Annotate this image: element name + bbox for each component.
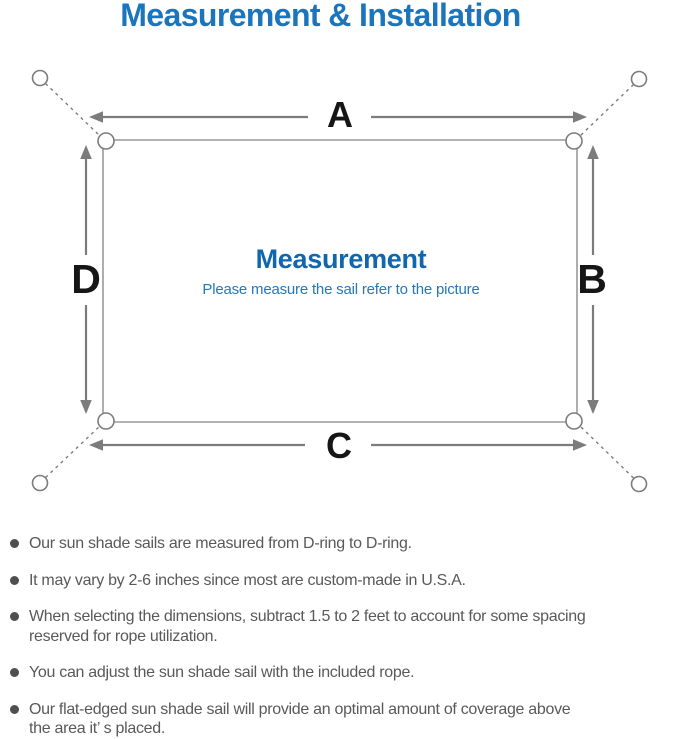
note-item: Our flat-edged sun shade sail will provi…: [10, 700, 672, 739]
rope-line-bottom-left: [45, 425, 101, 479]
anchor-point-bottom-right-icon: [630, 475, 648, 493]
note-text: When selecting the dimensions, subtract …: [29, 608, 586, 645]
note-text: Our sun shade sails are measured from D-…: [29, 535, 412, 552]
arrow-a-right-head-icon: [573, 111, 587, 123]
note-text: You can adjust the sun shade sail with t…: [29, 664, 415, 681]
d-ring-top-left-icon: [97, 132, 115, 150]
arrow-d-bottom-head-icon: [80, 400, 92, 414]
diagram-center-subtitle: Please measure the sail refer to the pic…: [202, 281, 479, 298]
rope-line-top-right: [579, 83, 634, 137]
note-text: It may vary by 2-6 inches since most are…: [29, 571, 466, 589]
bullet-icon: [10, 539, 19, 548]
dimension-arrow-d: D: [71, 145, 101, 414]
d-ring-top-right-icon: [565, 132, 583, 150]
arrow-a-left-head-icon: [89, 111, 103, 123]
rope-line-bottom-right: [579, 425, 634, 479]
page-title: Measurement & Installation: [120, 0, 521, 33]
note-item: It may vary by 2-6 inches since most are…: [10, 571, 672, 591]
diagram-center-title: Measurement: [256, 244, 427, 274]
dimension-label-b: B: [577, 256, 607, 302]
dimension-arrow-b: B: [577, 145, 607, 414]
arrow-c-left-head-icon: [89, 439, 103, 451]
anchor-point-top-left-icon: [31, 69, 49, 87]
arrow-b-top-head-icon: [587, 145, 599, 159]
rope-line-top-left: [45, 82, 101, 137]
shade-sail: [102, 139, 578, 423]
notes-list: Our sun shade sails are measured from D-…: [10, 534, 672, 739]
bullet-icon: [10, 704, 19, 714]
note-item: You can adjust the sun shade sail with t…: [10, 663, 672, 683]
arrow-b-bottom-head-icon: [587, 400, 599, 414]
d-ring-bottom-left-icon: [97, 412, 115, 430]
anchor-point-bottom-left-icon: [31, 474, 49, 492]
arrow-d-top-head-icon: [80, 145, 92, 159]
arrow-c-right-head-icon: [573, 439, 587, 451]
note-text: Our flat-edged sun shade sail will provi…: [29, 700, 571, 738]
dimension-label-a: A: [327, 94, 353, 135]
dimension-arrow-a: A: [89, 94, 587, 135]
dimension-label-c: C: [326, 425, 352, 466]
bullet-icon: [10, 612, 19, 621]
anchor-point-top-right-icon: [630, 70, 648, 88]
note-item: When selecting the dimensions, subtract …: [10, 607, 672, 646]
dimension-label-d: D: [71, 256, 101, 302]
note-item: Our sun shade sails are measured from D-…: [10, 534, 672, 554]
bullet-icon: [10, 668, 19, 677]
measurement-diagram: A C D B Measurement Please meas: [31, 69, 648, 493]
d-ring-bottom-right-icon: [565, 412, 583, 430]
dimension-arrow-c: C: [89, 425, 587, 466]
bullet-icon: [10, 575, 19, 585]
